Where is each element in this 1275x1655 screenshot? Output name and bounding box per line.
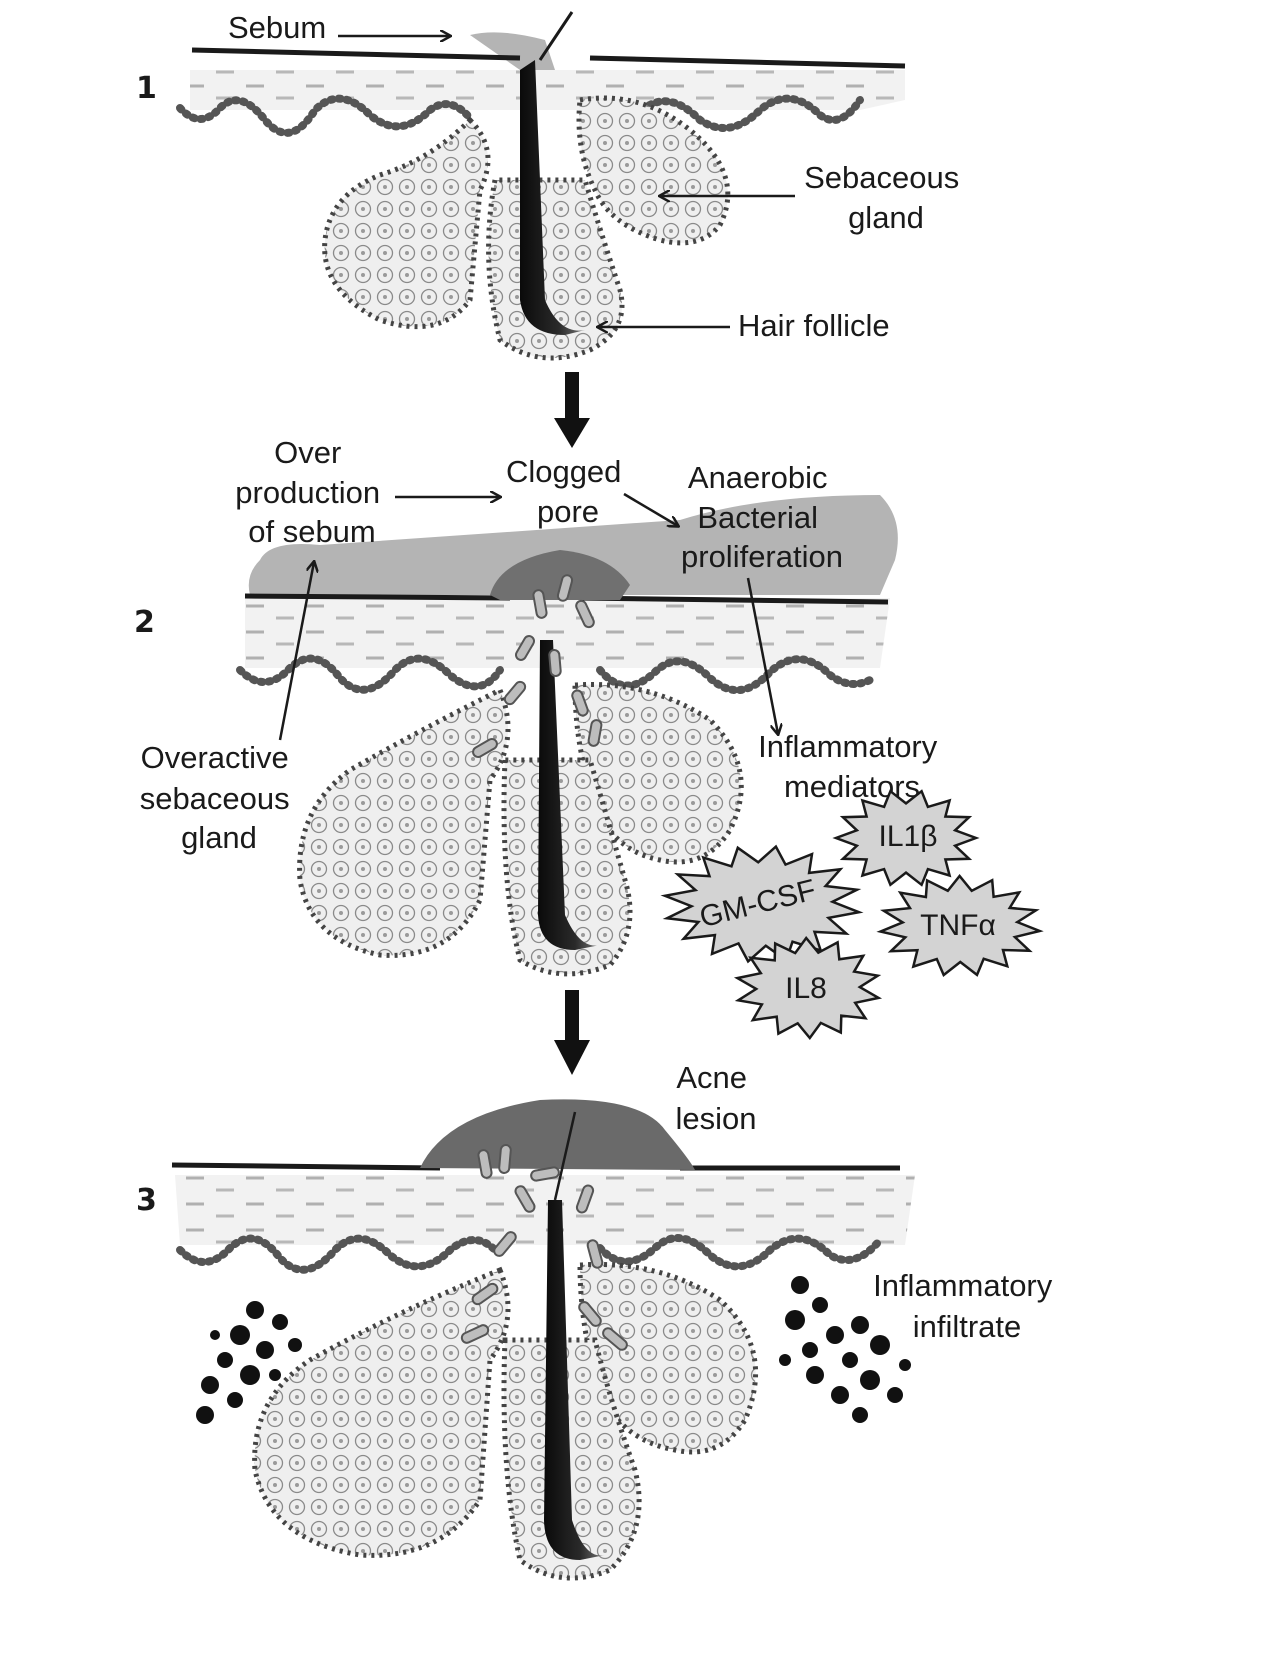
skin-tissue-2 (236, 593, 890, 695)
starburst-gmcsf-icon (660, 844, 864, 964)
label-clogged-pore: Clogged pore (506, 454, 630, 529)
hair-follicle-2 (501, 640, 633, 977)
cytokine-il1b-label: IL1β (879, 820, 938, 853)
stage-2-illustration (236, 495, 898, 977)
hair-follicle-1 (486, 11, 625, 361)
arrow-right-icon (746, 577, 778, 734)
skin-tissue-1 (176, 32, 906, 137)
label-inflammatory-mediators: Inflammatory mediators (758, 729, 946, 804)
arrow-right-icon (623, 492, 678, 526)
flow-arrow-2-to-3 (554, 990, 590, 1075)
label-sebaceous-gland: Sebaceous gland (804, 160, 968, 235)
stage-1-illustration (176, 11, 906, 361)
starburst-il8-icon (733, 935, 883, 1041)
cytokine-il8-label: IL8 (785, 972, 827, 1005)
label-sebum: Sebum (228, 10, 326, 45)
stage-number-1: 1 (136, 71, 157, 106)
arrow-right-icon (278, 562, 314, 741)
flow-arrow-1-to-2 (554, 372, 590, 448)
clogged-pore-plug (490, 550, 630, 600)
stage-number-2: 2 (134, 605, 155, 640)
bacteria-3 (460, 1144, 628, 1351)
stage-number-3: 3 (136, 1183, 157, 1218)
inflammatory-infiltrate-dots (196, 1276, 911, 1424)
sebaceous-gland-1 (322, 95, 731, 330)
acne-lesion-mound (420, 1099, 695, 1170)
stage-3-illustration (171, 1099, 915, 1581)
overactive-gland-2 (297, 681, 744, 958)
label-overactive-gland: Overactive sebaceous gland (140, 740, 299, 855)
starburst-il1b-icon (832, 789, 980, 887)
hair-follicle-3 (544, 1111, 605, 1560)
bacteria-2 (472, 574, 603, 758)
gland-3 (252, 1261, 759, 1581)
label-anaerobic-bacterial: Anaerobic Bacterial proliferation (681, 460, 843, 574)
cytokine-tnfa-label: TNFα (920, 909, 996, 942)
label-over-production: Over production of sebum (235, 435, 388, 549)
label-acne-lesion: Acne lesion (676, 1060, 757, 1136)
skin-tissue-3 (171, 1162, 915, 1274)
sebum-layer-2 (248, 495, 898, 595)
label-inflammatory-infiltrate: Inflammatory infiltrate (873, 1268, 1061, 1344)
cytokine-starbursts (660, 789, 1044, 1041)
starburst-tnfa-icon (876, 874, 1044, 977)
label-hair-follicle: Hair follicle (738, 308, 890, 343)
